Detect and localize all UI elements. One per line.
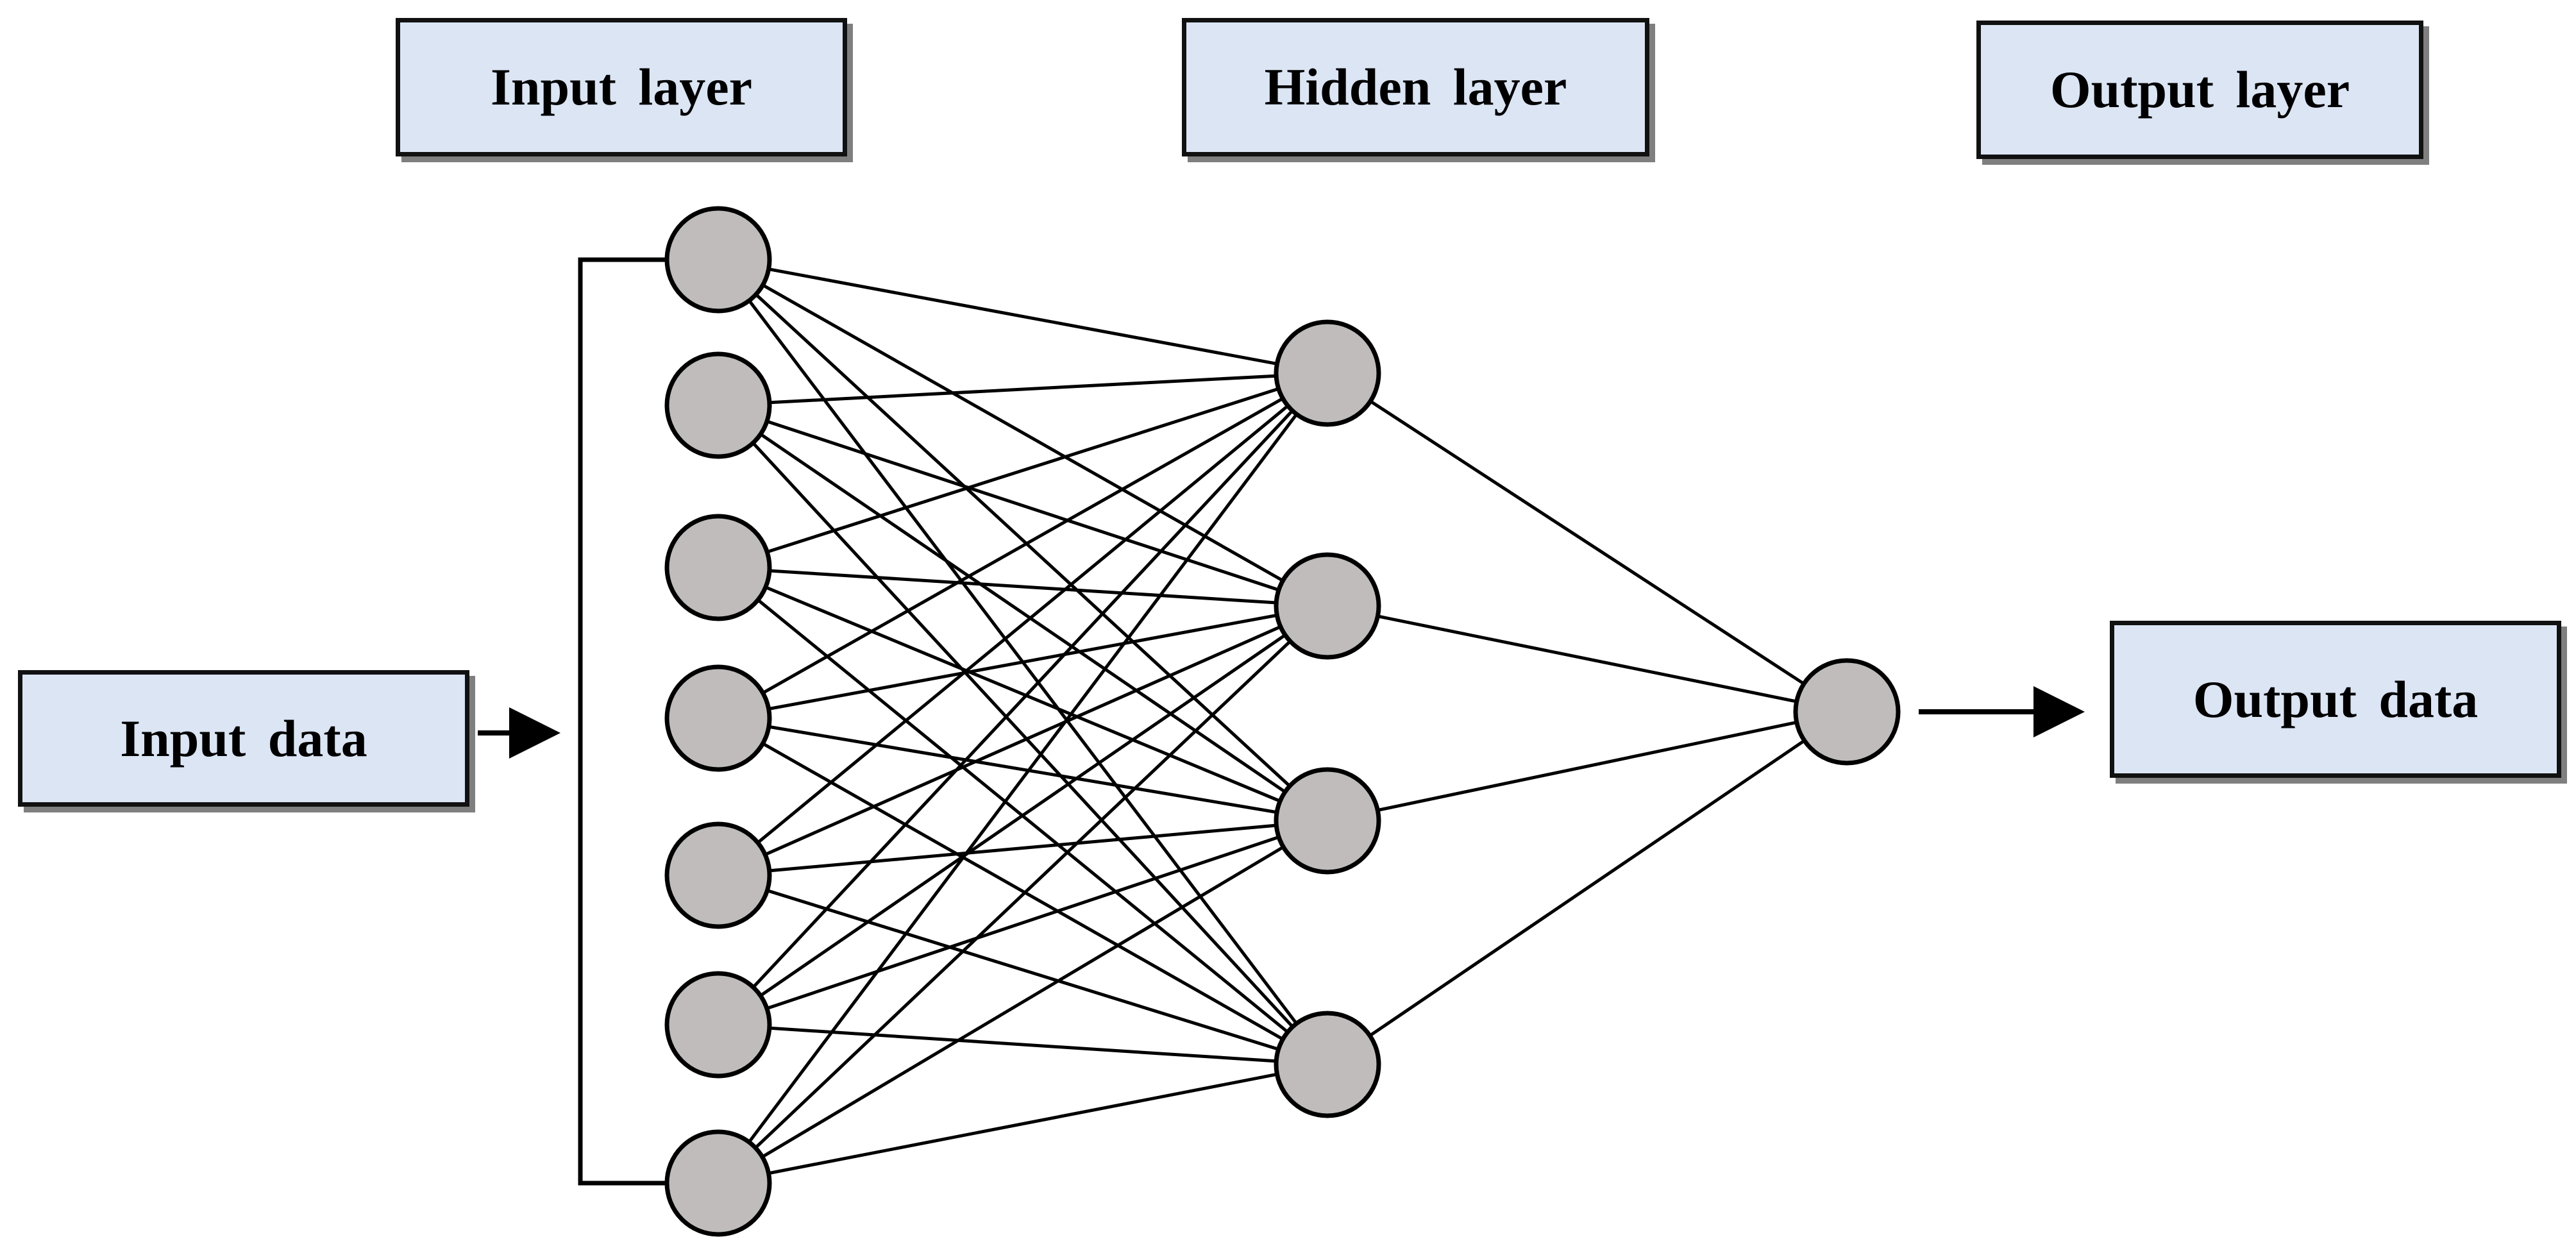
input-node-3: [664, 514, 772, 621]
input-layer-label-box: Input layer: [396, 18, 847, 156]
input-node-5: [664, 821, 772, 929]
connection-hidden-1-to-output-1: [1326, 371, 1848, 714]
connection-input-3-to-hidden-1: [718, 371, 1328, 569]
connection-input-4-to-hidden-1: [717, 371, 1329, 720]
connection-input-1-to-hidden-1: [718, 258, 1328, 375]
connection-input-7-to-hidden-2: [717, 605, 1329, 1184]
connection-input-5-to-hidden-1: [717, 372, 1329, 877]
output-layer-label: Output layer: [2050, 60, 2350, 119]
output-layer-label-box: Output layer: [1976, 21, 2423, 159]
connection-input-2-to-hidden-2: [718, 403, 1328, 608]
arrows-layer: [478, 686, 2085, 759]
nodes-layer: [664, 206, 1901, 1237]
connection-input-6-to-hidden-3: [718, 819, 1328, 1027]
connection-input-5-to-hidden-2: [717, 604, 1329, 877]
output-data-box: Output data: [2110, 621, 2561, 778]
connection-input-7-to-hidden-1: [717, 372, 1329, 1184]
connection-input-3-to-hidden-2: [718, 566, 1328, 608]
hidden-layer-label-box: Hidden layer: [1182, 18, 1649, 156]
connection-input-2-to-hidden-3: [717, 403, 1329, 823]
connection-input-6-to-hidden-2: [717, 604, 1329, 1027]
input-layer-label: Input layer: [490, 58, 753, 116]
connection-hidden-3-to-output-1: [1327, 710, 1848, 823]
connection-input-7-to-hidden-3: [717, 819, 1329, 1185]
connection-input-6-to-hidden-4: [718, 1023, 1328, 1066]
input-data-box: Input data: [18, 670, 469, 807]
input-node-4: [664, 664, 772, 772]
hidden-node-1: [1274, 319, 1381, 427]
input-node-2: [664, 351, 772, 459]
connection-hidden-2-to-output-1: [1327, 604, 1848, 714]
connection-input-1-to-hidden-3: [717, 258, 1329, 822]
connection-input-5-to-hidden-4: [718, 873, 1328, 1066]
input-node-6: [664, 971, 772, 1079]
connection-input-2-to-hidden-1: [718, 371, 1328, 407]
connections-layer: [717, 258, 1848, 1185]
connection-input-6-to-hidden-1: [717, 372, 1329, 1026]
connection-input-4-to-hidden-2: [718, 604, 1328, 720]
input-data-label: Input data: [120, 709, 367, 768]
output-node-1: [1793, 658, 1901, 766]
connection-input-5-to-hidden-3: [718, 819, 1328, 877]
input-bracket: [578, 257, 667, 1186]
output-data-label: Output data: [2193, 669, 2479, 728]
hidden-node-4: [1274, 1011, 1381, 1118]
input-node-1: [664, 206, 772, 314]
connection-input-4-to-hidden-4: [717, 716, 1329, 1066]
connection-input-1-to-hidden-2: [717, 258, 1329, 608]
hidden-layer-label: Hidden layer: [1264, 58, 1567, 116]
connection-hidden-4-to-output-1: [1326, 710, 1848, 1066]
hidden-node-2: [1274, 552, 1381, 660]
connection-input-4-to-hidden-3: [718, 716, 1328, 823]
hidden-node-3: [1274, 767, 1381, 875]
connection-input-3-to-hidden-3: [718, 566, 1328, 823]
input-bracket-line: [578, 257, 667, 1186]
connection-input-7-to-hidden-4: [718, 1063, 1328, 1185]
input-node-7: [664, 1129, 772, 1237]
connection-input-2-to-hidden-4: [717, 404, 1329, 1066]
